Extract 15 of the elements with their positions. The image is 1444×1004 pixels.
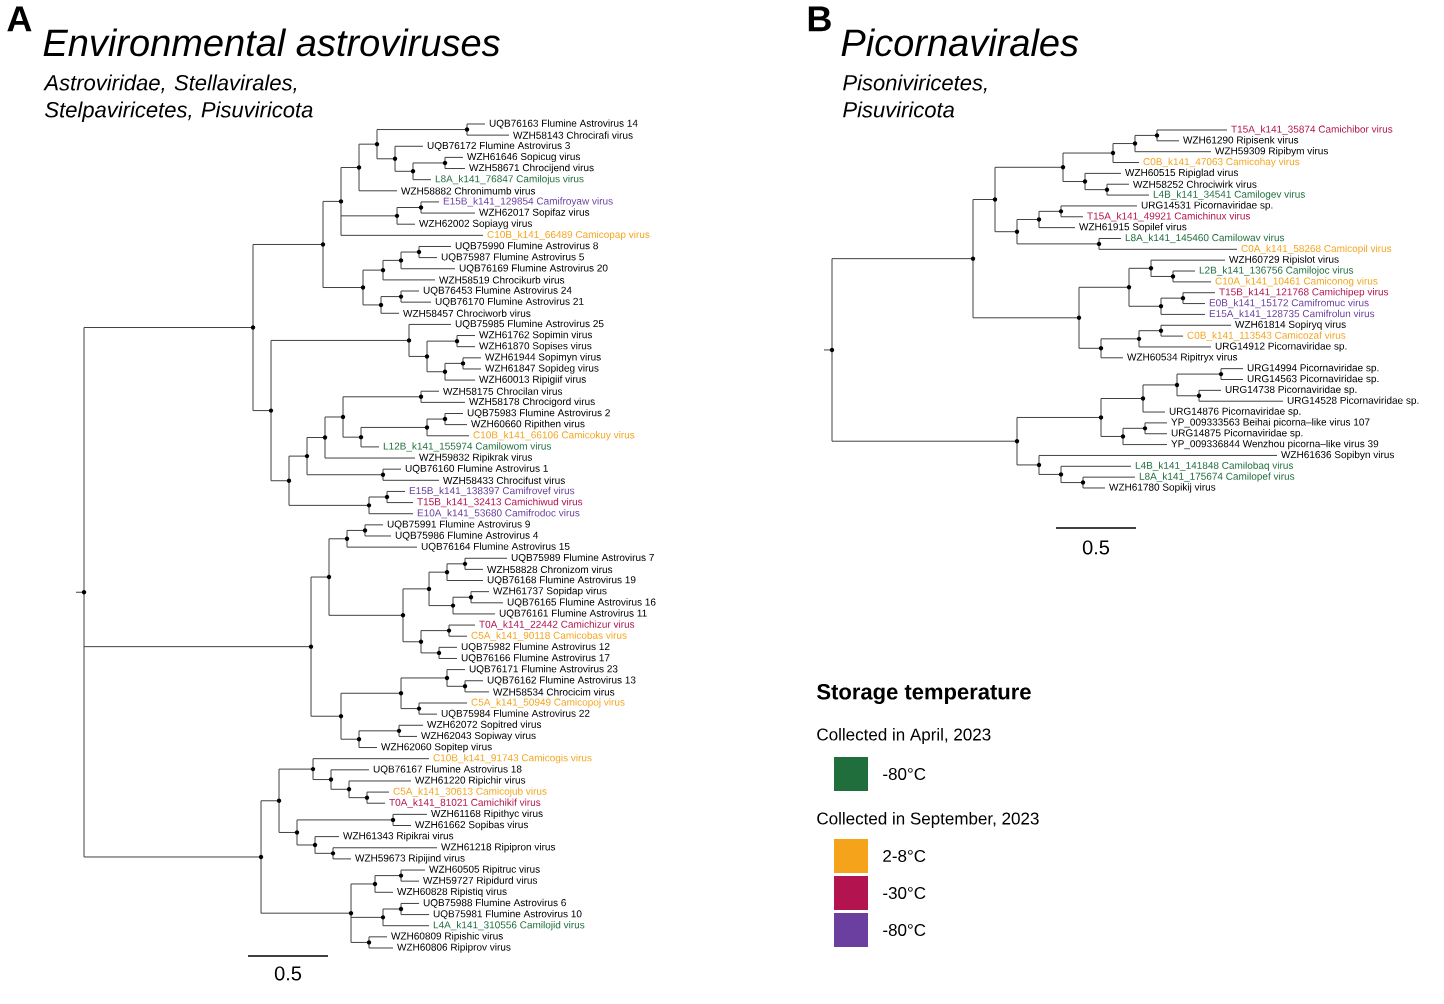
legend-label: -30°C [883,887,926,899]
scale-label: 0.5 [274,966,302,981]
panel-title: Environmental astroviruses [43,28,500,57]
legend-title: Storage temperature [817,684,1031,704]
legend-label: -80°C [883,924,926,936]
scale-label: 0.5 [1082,540,1110,555]
panel-title: Picornavirales [841,28,1079,57]
panel-subtitle: Pisoniviricetes, Pisuviricota [843,74,987,118]
legend-heading: Collected in September, 2023 [817,812,1039,828]
legend-heading: Collected in April, 2023 [817,728,991,744]
panel-subtitle: Astroviridae, Stellavirales, Stelpaviricetes, Pisuviricota [43,74,313,122]
legend-label: -80°C [883,768,926,780]
panel-letter: B [808,6,831,32]
legend-label: 2-8°C [883,850,926,862]
panel-letter: A [7,6,32,32]
